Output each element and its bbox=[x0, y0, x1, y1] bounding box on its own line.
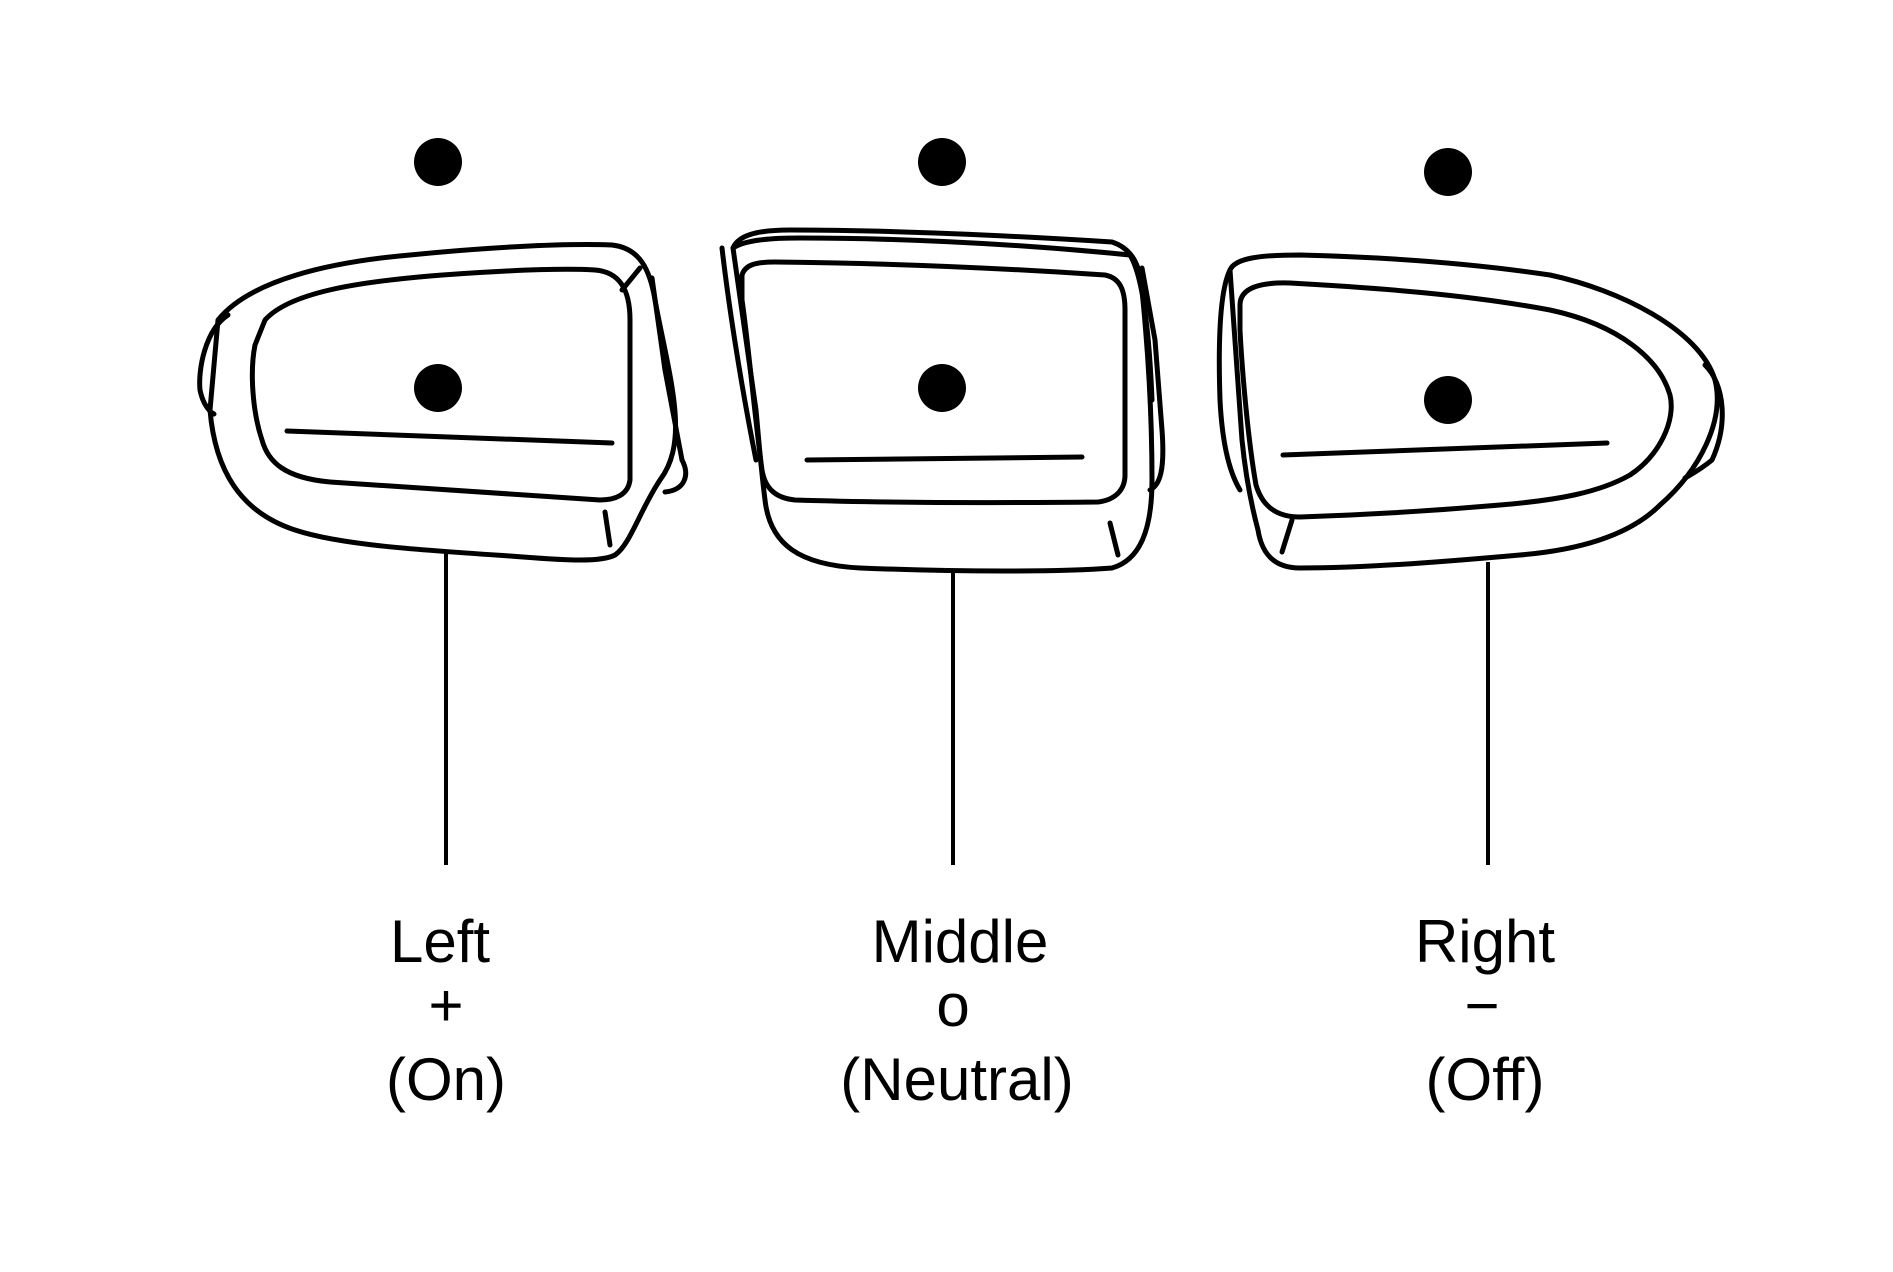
glass-dot-middle bbox=[918, 364, 966, 412]
label-name-right: Right bbox=[1415, 908, 1555, 975]
switch-right: Right − (Off) bbox=[1216, 148, 1725, 1113]
position-indicator-dot-left bbox=[414, 138, 462, 186]
label-state-right: (Off) bbox=[1426, 1046, 1545, 1113]
mirror-housing-right bbox=[1216, 252, 1725, 571]
position-indicator-dot-middle bbox=[918, 138, 966, 186]
label-state-middle: (Neutral) bbox=[840, 1046, 1073, 1113]
switch-middle: Middle o (Neutral) bbox=[719, 138, 1166, 1113]
mirror-housing-middle bbox=[719, 227, 1166, 574]
position-indicator-dot-right bbox=[1424, 148, 1472, 196]
glass-dot-right bbox=[1424, 376, 1472, 424]
label-symbol-right: − bbox=[1464, 972, 1499, 1039]
label-symbol-left: + bbox=[428, 972, 463, 1039]
switch-left: Left + (On) bbox=[197, 138, 689, 1113]
label-symbol-middle: o bbox=[936, 972, 969, 1039]
label-state-left: (On) bbox=[386, 1046, 506, 1113]
label-name-middle: Middle bbox=[872, 908, 1049, 975]
glass-dot-left bbox=[414, 364, 462, 412]
label-name-left: Left bbox=[390, 908, 490, 975]
mirror-housing-left bbox=[197, 242, 689, 563]
